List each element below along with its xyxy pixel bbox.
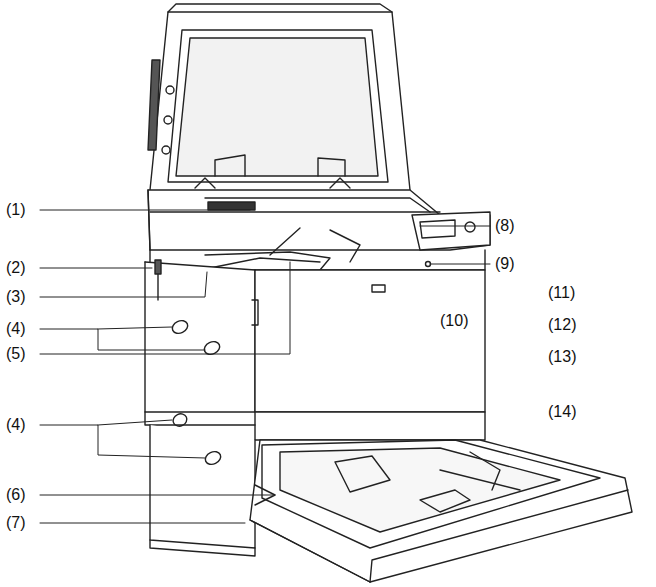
callout-number: (3) (6, 288, 26, 306)
callout-number: (7) (6, 514, 26, 532)
callout-number: (2) (6, 259, 26, 277)
callout-number: (8) (495, 217, 515, 235)
callout-number: (4) (6, 416, 26, 434)
callout-number: (4) (6, 320, 26, 338)
callout-number: (6) (6, 486, 26, 504)
callout-number: (13) (548, 348, 576, 366)
callout-number: (1) (6, 201, 26, 219)
callout-number: (12) (548, 316, 576, 334)
callout-number: (14) (548, 403, 576, 421)
callout-number: (10) (440, 312, 468, 330)
callout-number: (11) (548, 284, 575, 302)
callout-number: (9) (495, 255, 515, 273)
callout-number: (5) (6, 345, 26, 363)
